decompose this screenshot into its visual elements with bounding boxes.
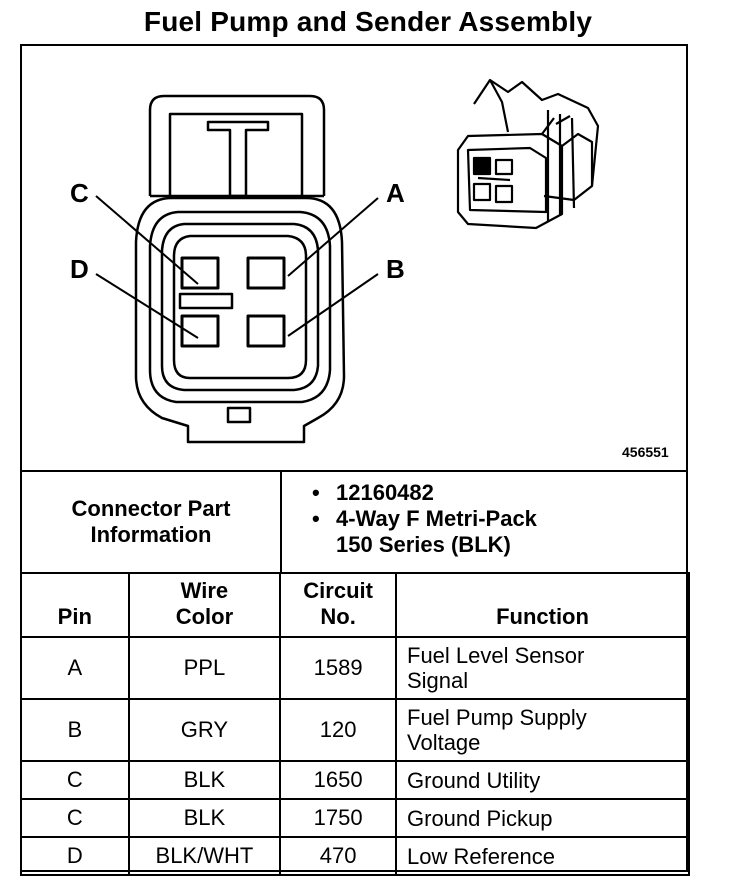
- leader-c: [95, 195, 199, 285]
- terminal-a: [246, 256, 286, 290]
- function-cell: Fuel Pump Supply Voltage: [395, 698, 690, 762]
- circuit-cell: 470: [279, 836, 397, 876]
- circuit-cell: 1589: [279, 636, 397, 700]
- pin-cell: A: [20, 636, 130, 700]
- wire-color-cell: GRY: [127, 698, 282, 762]
- function-cell: Ground Pickup: [395, 798, 690, 838]
- function-cell: Fuel Level Sensor Signal: [395, 636, 690, 700]
- connector-part-info: Connector Part Information • 12160482 • …: [22, 470, 686, 572]
- wire-color-cell: BLK/WHT: [127, 836, 282, 876]
- housing-ring-3: [172, 234, 308, 380]
- pin-label-d: D: [70, 254, 89, 284]
- circuit-cell: 1650: [279, 760, 397, 800]
- circuit-cell: 120: [279, 698, 397, 762]
- header-pin: Pin: [20, 572, 130, 638]
- figure-number: 456551: [622, 444, 669, 460]
- header-circuit-no: Circuit No.: [279, 572, 397, 638]
- part-number: 12160482: [336, 480, 434, 505]
- pin-label-c: C: [70, 178, 89, 208]
- latch-inner: [168, 112, 304, 196]
- bullet: •: [312, 506, 320, 531]
- terminal-d: [180, 314, 220, 348]
- header-wire-color: Wire Color: [127, 572, 282, 638]
- leader-a: [287, 197, 379, 277]
- function-cell: Ground Utility: [395, 760, 690, 800]
- pin-label-b: B: [386, 254, 405, 284]
- wire-color-cell: BLK: [127, 760, 282, 800]
- header-function: Function: [395, 572, 690, 638]
- pin-cell: B: [20, 698, 130, 762]
- connector-diagram: C A D B: [70, 78, 600, 444]
- wire-color-cell: BLK: [127, 798, 282, 838]
- diagram-frame: C A D B 456551 Connector Part Informatio…: [20, 44, 690, 876]
- terminal-b: [246, 314, 286, 348]
- terminal-c: [180, 256, 220, 290]
- housing-key: [226, 406, 252, 424]
- housing-ring-2: [160, 222, 320, 392]
- pin-label-a: A: [386, 178, 405, 208]
- bullet: •: [312, 480, 320, 505]
- page-title: Fuel Pump and Sender Assembly: [143, 6, 593, 37]
- pin-cell: C: [20, 760, 130, 800]
- function-cell: Low Reference: [395, 836, 690, 876]
- connector-housing: [134, 196, 346, 444]
- leader-b: [287, 273, 379, 337]
- wire-color-cell: PPL: [127, 636, 282, 700]
- polarity-rib: [178, 292, 234, 310]
- connector-part-values: • 12160482 • 4-Way F Metri-Pack 150 Seri…: [312, 480, 537, 558]
- connector-latch: [148, 94, 326, 196]
- latch-t-slot: [206, 120, 270, 198]
- pin-cell: C: [20, 798, 130, 838]
- circuit-cell: 1750: [279, 798, 397, 838]
- part-description: 4-Way F Metri-Pack 150 Series (BLK): [336, 506, 537, 557]
- leader-d: [95, 273, 199, 339]
- connector-part-info-label: Connector Part Information: [22, 472, 282, 572]
- part-number-item: • 12160482: [312, 480, 537, 506]
- housing-ring-1: [148, 210, 332, 404]
- part-description-item: • 4-Way F Metri-Pack 150 Series (BLK): [312, 506, 537, 558]
- pin-cell: D: [20, 836, 130, 876]
- connector-iso-view: [456, 78, 600, 230]
